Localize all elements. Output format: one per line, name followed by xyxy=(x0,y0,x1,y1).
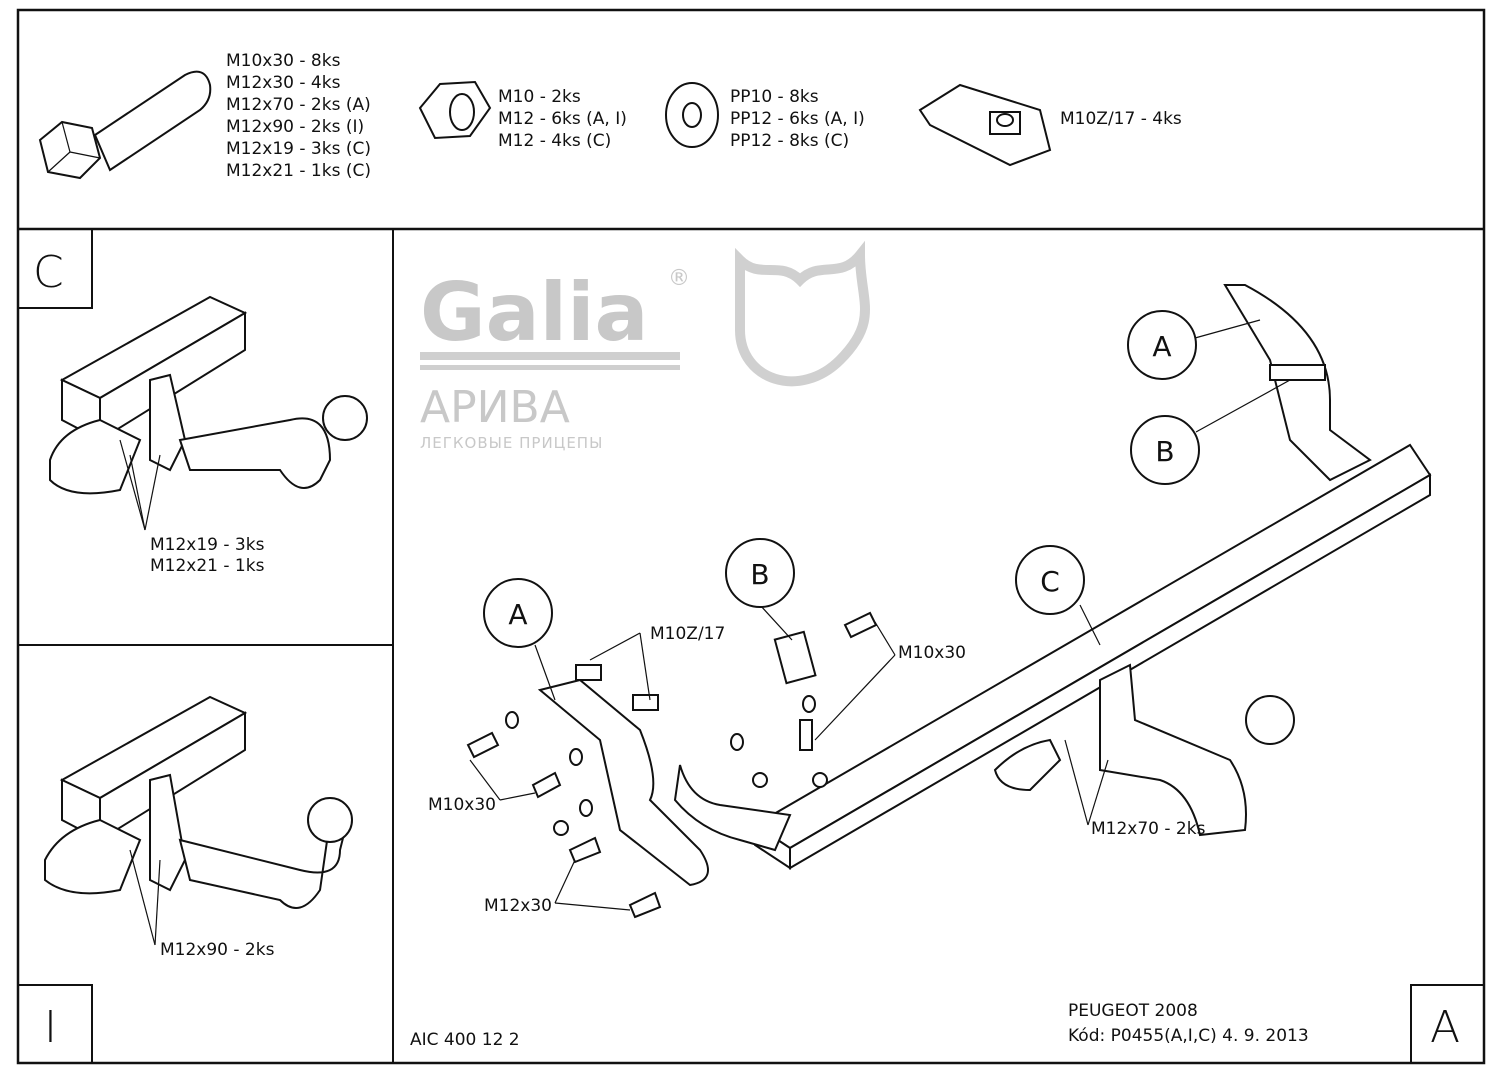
label-m10x30-left: M10x30 xyxy=(428,795,496,815)
product-code: Kód: P0455(A,I,C) 4. 9. 2013 xyxy=(1068,1026,1309,1046)
bolt-size: M12x70 - 2ks (A) xyxy=(226,95,371,115)
vehicle-model: PEUGEOT 2008 xyxy=(1068,1001,1198,1021)
variant-c-hitch-drawing xyxy=(49,295,368,531)
washer-size: PP10 - 8ks xyxy=(730,87,819,107)
watermark-company: АРИВА xyxy=(420,382,570,433)
nut-size: M12 - 4ks (C) xyxy=(498,131,611,151)
corner-label-i: I xyxy=(44,1002,57,1053)
watermark-bar xyxy=(420,365,680,370)
washer-size: PP12 - 6ks (A, I) xyxy=(730,109,865,129)
drawing-number: AIC 400 12 2 xyxy=(410,1030,520,1050)
main-assembly-drawing xyxy=(466,284,1432,919)
drawing-frame xyxy=(16,8,1486,1065)
nut-size: M12 - 6ks (A, I) xyxy=(498,109,627,129)
callout-a-left: A xyxy=(508,598,527,631)
watermark-reg: ® xyxy=(668,266,690,291)
label-m12x70: M12x70 - 2ks xyxy=(1091,819,1206,839)
watermark-logo-icon xyxy=(735,240,870,387)
bolt-size: M10x30 - 8ks xyxy=(226,51,341,71)
watermark-brand: Galia xyxy=(420,266,648,359)
label-m10x30-right: M10x30 xyxy=(898,643,966,663)
washer-size: PP12 - 8ks (C) xyxy=(730,131,849,151)
bolt-sizes: M10x30 - 8ks M12x30 - 4ks M12x70 - 2ks (… xyxy=(226,51,371,181)
variant-i-bolt-label: M12x90 - 2ks xyxy=(160,940,275,960)
bolt-size: M12x30 - 4ks xyxy=(226,73,341,93)
watermark-tagline: ЛЕГКОВЫЕ ПРИЦЕПЫ xyxy=(420,434,603,452)
bolt-size: M12x21 - 1ks (C) xyxy=(226,161,371,181)
bolt-icon xyxy=(38,70,212,180)
corner-label-c: C xyxy=(33,247,64,298)
bolt-size: M12x19 - 3ks (C) xyxy=(226,139,371,159)
label-m10z: M10Z/17 xyxy=(650,624,725,644)
variant-c-bolt-label: M12x21 - 1ks xyxy=(150,556,265,576)
variant-c-bolt-label: M12x19 - 3ks xyxy=(150,535,265,555)
callout-c: C xyxy=(1040,565,1060,598)
bolt-size: M12x90 - 2ks (I) xyxy=(226,117,364,137)
nut-icon xyxy=(418,80,492,140)
watermark-bar xyxy=(420,352,680,360)
label-m12x30: M12x30 xyxy=(484,896,552,916)
nut-size: M10 - 2ks xyxy=(498,87,581,107)
corner-label-a: A xyxy=(1430,1002,1460,1053)
variant-i-hitch-drawing xyxy=(44,695,353,946)
watermark: Galia ® АРИВА ЛЕГКОВЫЕ ПРИЦЕПЫ xyxy=(420,240,870,452)
callout-b-left: B xyxy=(750,558,769,591)
callout-a-right: A xyxy=(1152,330,1171,363)
clip-size: M10Z/17 - 4ks xyxy=(1060,109,1182,129)
clip-nut-icon xyxy=(918,83,1052,167)
washer-icon xyxy=(665,82,719,148)
callout-b-right: B xyxy=(1155,435,1174,468)
